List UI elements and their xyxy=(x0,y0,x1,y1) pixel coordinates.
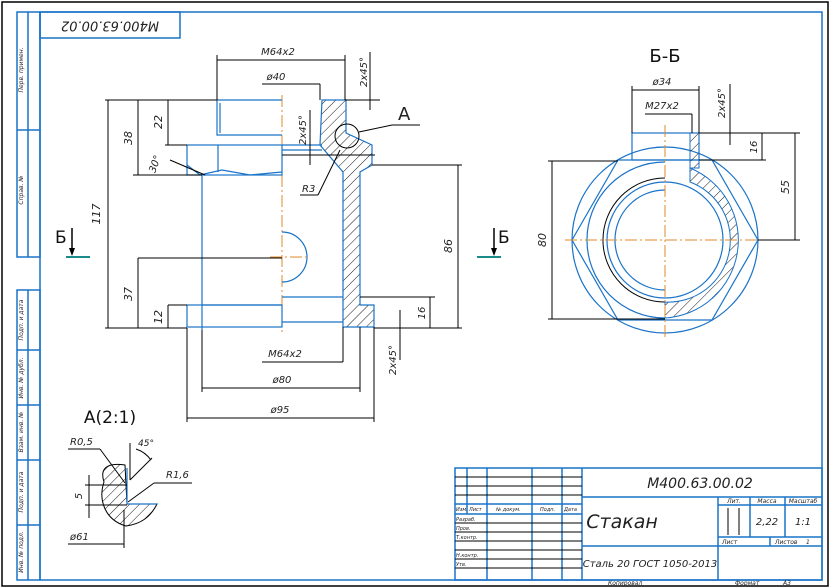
section-marker-right: Б xyxy=(477,228,510,258)
rotated-designation: М400.63.00.02 xyxy=(61,18,159,33)
dim-section-d34: ø34 xyxy=(652,77,672,88)
dim-h12: 12 xyxy=(152,310,165,324)
stamp-inv-podl: Инв. № подл. xyxy=(18,531,25,572)
stamp-podp-data-2: Подп. и дата xyxy=(18,471,25,512)
dim-detail-h5: 5 xyxy=(74,493,85,499)
dim-thread-top: М64x2 xyxy=(261,47,295,58)
stamp-vzam-inv: Взам. инв. № xyxy=(18,412,25,453)
title-part-name: Стакан xyxy=(586,511,658,533)
title-sheets-count: 1 xyxy=(806,539,810,546)
title-block: М400.63.00.02 Стакан Сталь 20 ГОСТ 1050-… xyxy=(454,467,823,587)
dim-h117: 117 xyxy=(90,204,103,225)
title-scale: 1:1 xyxy=(795,517,811,528)
title-mass-label: Масса xyxy=(757,498,776,505)
detail-title: А(2:1) xyxy=(84,408,136,428)
dim-h16: 16 xyxy=(417,307,428,320)
tb-header-doc: № докум. xyxy=(495,507,521,513)
tb-header-list: Лист xyxy=(468,507,483,513)
tb-role-prov: Пров. xyxy=(456,526,471,532)
title-mass: 2,22 xyxy=(756,517,778,528)
detail-view: А(2:1) R0,5 45° R1,6 5 ø61 xyxy=(68,408,192,548)
dim-chamfer-bottom: 2x45° xyxy=(388,345,399,375)
tb-role-tkontr: Т.контр. xyxy=(456,535,478,541)
dim-section-h55: 55 xyxy=(779,180,792,194)
stamp-perv-primen: Перв. примен. xyxy=(18,47,25,92)
section-marker-left: Б xyxy=(55,228,90,258)
stamp-inv-dubl: Инв. № дубл. xyxy=(18,357,25,398)
dim-r3: R3 xyxy=(302,184,315,195)
title-sheets-label: Листов xyxy=(774,539,798,546)
stamp-podp-data-1: Подп. и дата xyxy=(18,299,25,340)
dim-detail-r05: R0,5 xyxy=(70,437,93,448)
dim-h86: 86 xyxy=(442,239,455,253)
main-view: А xyxy=(55,47,510,422)
dim-section-chamfer: 2x45° xyxy=(717,88,728,118)
dim-detail-d61: ø61 xyxy=(69,532,89,543)
dim-d80: ø80 xyxy=(272,375,292,386)
dim-h38: 38 xyxy=(122,131,135,145)
tb-role-nkontr: Н.контр. xyxy=(456,553,478,559)
dim-section-h80: 80 xyxy=(536,233,549,247)
section-view: Б-Б xyxy=(536,46,800,340)
tb-role-utv: Утв. xyxy=(456,562,467,568)
stamp-sprav: Справ. № xyxy=(18,175,25,204)
title-scale-label: Масштаб xyxy=(789,498,818,505)
dim-h37: 37 xyxy=(122,287,135,301)
title-lit-label: Лит. xyxy=(726,498,741,505)
tb-header-izm: Изм. xyxy=(456,507,468,513)
dim-chamfer-inner: 2x45° xyxy=(298,115,309,145)
title-material: Сталь 20 ГОСТ 1050-2013 xyxy=(583,559,718,570)
title-format-value: А3 xyxy=(782,580,791,587)
tb-header-data: Дата xyxy=(563,507,577,513)
tb-role-razrab: Разраб. xyxy=(456,517,476,523)
title-copied-label: Копировал xyxy=(608,580,642,587)
section-label-left: Б xyxy=(55,228,67,248)
section-title: Б-Б xyxy=(649,46,680,67)
dim-section-h16: 16 xyxy=(749,141,760,154)
dim-angle30: 30° xyxy=(147,154,163,174)
dim-d95: ø95 xyxy=(270,405,290,416)
dim-detail-angle45: 45° xyxy=(138,439,154,449)
dim-d40: ø40 xyxy=(266,72,286,83)
title-designation: М400.63.00.02 xyxy=(647,476,753,492)
dim-thread-bottom: М64x2 xyxy=(268,349,302,360)
side-stamp: Перв. примен. Справ. № Подп. и дата Инв.… xyxy=(16,11,41,581)
dim-detail-r16: R1,6 xyxy=(166,470,189,481)
title-format-label: Формат xyxy=(735,580,760,587)
title-sheet-label: Лист xyxy=(721,539,738,546)
dim-h22: 22 xyxy=(152,115,165,129)
detail-callout-label: А xyxy=(398,104,411,125)
dim-chamfer-top: 2x45° xyxy=(359,57,370,87)
tb-header-podp: Подп. xyxy=(540,507,555,513)
dim-section-thread: М27x2 xyxy=(645,101,679,112)
section-label-right: Б xyxy=(498,228,510,248)
